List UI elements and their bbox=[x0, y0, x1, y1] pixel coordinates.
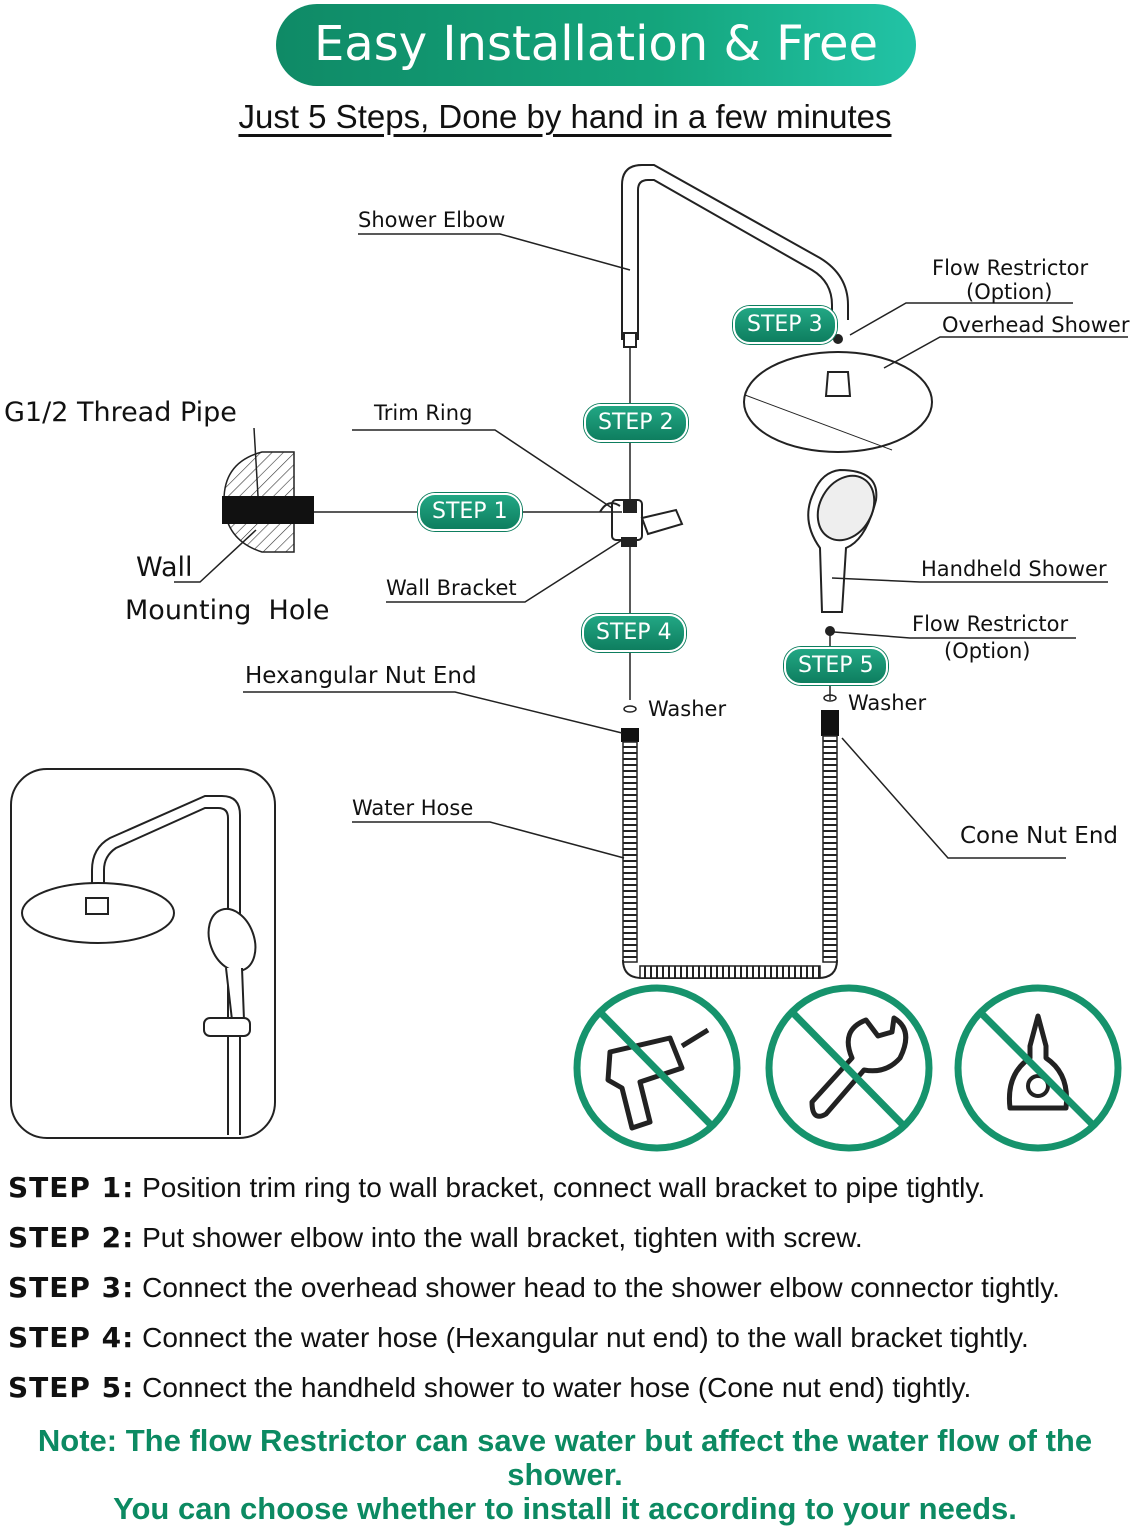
no-glue-icon bbox=[954, 984, 1122, 1152]
label-cone-nut-end: Cone Nut End bbox=[960, 823, 1118, 849]
label-wall-bracket: Wall Bracket bbox=[386, 576, 517, 600]
label-shower-elbow: Shower Elbow bbox=[358, 208, 506, 232]
label-thread-pipe: G1/2 Thread Pipe bbox=[4, 397, 237, 428]
step-row-3: STEP 3: Connect the overhead shower head… bbox=[8, 1268, 1128, 1318]
no-drill-icon bbox=[573, 984, 741, 1152]
label-option-bottom: (Option) bbox=[944, 639, 1031, 663]
label-trim-ring: Trim Ring bbox=[374, 401, 473, 425]
step-text: Connect the water hose (Hexangular nut e… bbox=[142, 1322, 1029, 1353]
step-pill-1: STEP 1 bbox=[418, 493, 522, 531]
note-line-1: Note: The flow Restrictor can save water… bbox=[37, 1423, 1093, 1492]
label-water-hose: Water Hose bbox=[352, 796, 474, 820]
no-wrench-icon bbox=[765, 984, 933, 1152]
label-wall: Wall bbox=[136, 552, 193, 583]
label-handheld-shower: Handheld Shower bbox=[921, 557, 1107, 581]
step-instructions: STEP 1: Position trim ring to wall brack… bbox=[8, 1168, 1128, 1418]
overhead-shower-head bbox=[743, 334, 933, 453]
wall-bracket bbox=[599, 499, 684, 547]
leader-lines bbox=[174, 233, 1128, 859]
label-option-top: (Option) bbox=[966, 280, 1053, 304]
step-pill-4: STEP 4 bbox=[582, 614, 686, 652]
subtitle: Just 5 Steps, Done by hand in a few minu… bbox=[238, 98, 892, 135]
label-washer-right: Washer bbox=[848, 691, 927, 715]
washer-left bbox=[623, 705, 637, 713]
step-text: Connect the overhead shower head to the … bbox=[142, 1272, 1060, 1303]
washer-right bbox=[823, 694, 837, 702]
step-key: STEP 5: bbox=[8, 1371, 135, 1404]
step-text: Put shower elbow into the wall bracket, … bbox=[142, 1222, 863, 1253]
step-row-1: STEP 1: Position trim ring to wall brack… bbox=[8, 1168, 1128, 1218]
step-key: STEP 4: bbox=[8, 1321, 135, 1354]
note-line-2: You can choose whether to install it acc… bbox=[113, 1491, 1017, 1526]
wall-mounting-hole bbox=[222, 451, 314, 553]
label-overhead-shower: Overhead Shower bbox=[942, 313, 1130, 337]
step-row-2: STEP 2: Put shower elbow into the wall b… bbox=[8, 1218, 1128, 1268]
handheld-shower bbox=[807, 468, 878, 636]
step-key: STEP 2: bbox=[8, 1221, 135, 1254]
label-flow-restrictor-bottom: Flow Restrictor bbox=[912, 612, 1069, 636]
flow-restrictor-note: Note: The flow Restrictor can save water… bbox=[0, 1424, 1130, 1526]
step-text: Position trim ring to wall bracket, conn… bbox=[142, 1172, 986, 1203]
water-hose-drawing bbox=[621, 710, 839, 979]
step-key: STEP 1: bbox=[8, 1171, 135, 1204]
step-row-4: STEP 4: Connect the water hose (Hexangul… bbox=[8, 1318, 1128, 1368]
finished-shower-preview bbox=[10, 768, 276, 1139]
step-pill-3: STEP 3 bbox=[733, 306, 837, 344]
step-pill-5: STEP 5 bbox=[784, 647, 888, 685]
label-flow-restrictor-top: Flow Restrictor bbox=[932, 256, 1089, 280]
title-banner: Easy Installation & Free Tools bbox=[276, 4, 916, 152]
label-washer-left: Washer bbox=[648, 697, 727, 721]
shower-elbow-pipe bbox=[621, 164, 849, 348]
step-key: STEP 3: bbox=[8, 1271, 135, 1304]
label-mounting-hole: Mounting Hole bbox=[125, 595, 330, 626]
step-row-5: STEP 5: Connect the handheld shower to w… bbox=[8, 1368, 1128, 1418]
label-hexangular-nut-end: Hexangular Nut End bbox=[245, 663, 477, 689]
installation-diagram bbox=[10, 164, 1128, 1152]
step-text: Connect the handheld shower to water hos… bbox=[142, 1372, 972, 1403]
step-pill-2: STEP 2 bbox=[584, 404, 688, 442]
